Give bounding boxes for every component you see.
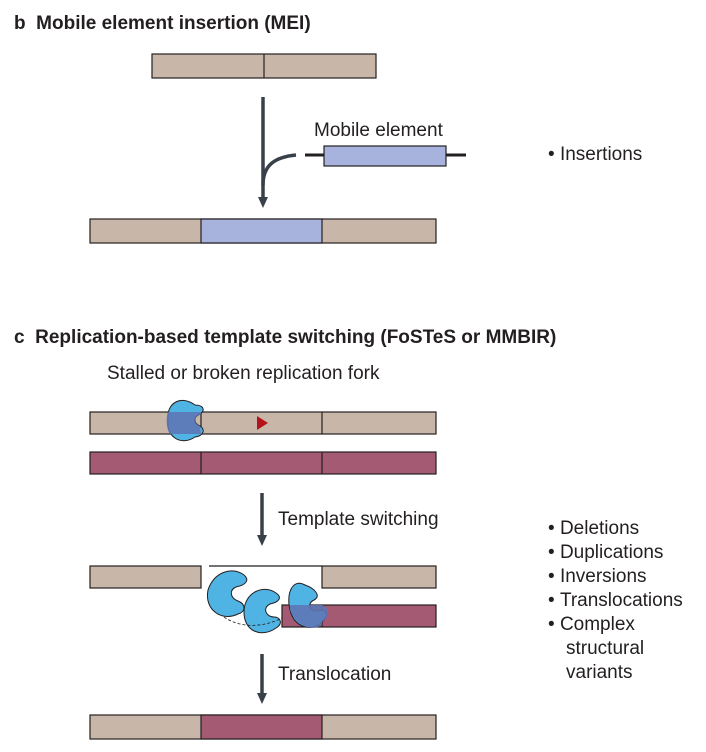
template-switch-arrow [257,493,267,546]
dna-with-insertion [89,218,437,244]
panel-c-bullet-list: • Deletions • Duplications • Inversions … [548,517,683,685]
panel-b-title: Mobile element insertion (MEI) [36,13,311,34]
panel-b-heading: b Mobile element insertion (MEI) [14,13,311,35]
bullet-item-insertions: • Insertions [548,144,643,165]
translocation-label: Translocation [278,664,392,685]
panel-c-graphics [89,400,437,740]
panel-b-graphics [89,53,466,244]
bullet-item-translocations: • Translocations [548,590,683,611]
dna-translocation-result [89,714,437,740]
dna-original-b [151,53,377,79]
stall-marker-icon [257,416,268,430]
fork-label: Stalled or broken replication fork [107,363,380,384]
panel-b-letter: b [14,13,26,34]
panel-b-bullet-list: • Insertions [548,143,642,167]
polymerase-complexes [206,570,328,634]
bullet-item-inversions: • Inversions [548,566,647,587]
panel-c-title: Replication-based template switching (Fo… [35,327,557,348]
mobile-element-graphic [305,145,466,167]
panel-c-heading: c Replication-based template switching (… [14,327,556,349]
bullet-item-complex-cont-2: variants [566,662,633,683]
translocation-arrow [257,654,267,704]
bullet-item-duplications: • Duplications [548,542,664,563]
panel-c-letter: c [14,327,25,348]
bullet-item-deletions: • Deletions [548,518,640,539]
bullet-item-complex: • Complex [548,614,635,635]
replication-fork-polymerase [166,400,204,442]
mobile-element-label: Mobile element [314,120,443,141]
insertion-arrow [258,97,297,208]
bullet-item-complex-cont-1: structural [566,638,645,659]
dna-bottom-strand-fork [89,451,437,475]
template-switching-label: Template switching [278,509,439,530]
